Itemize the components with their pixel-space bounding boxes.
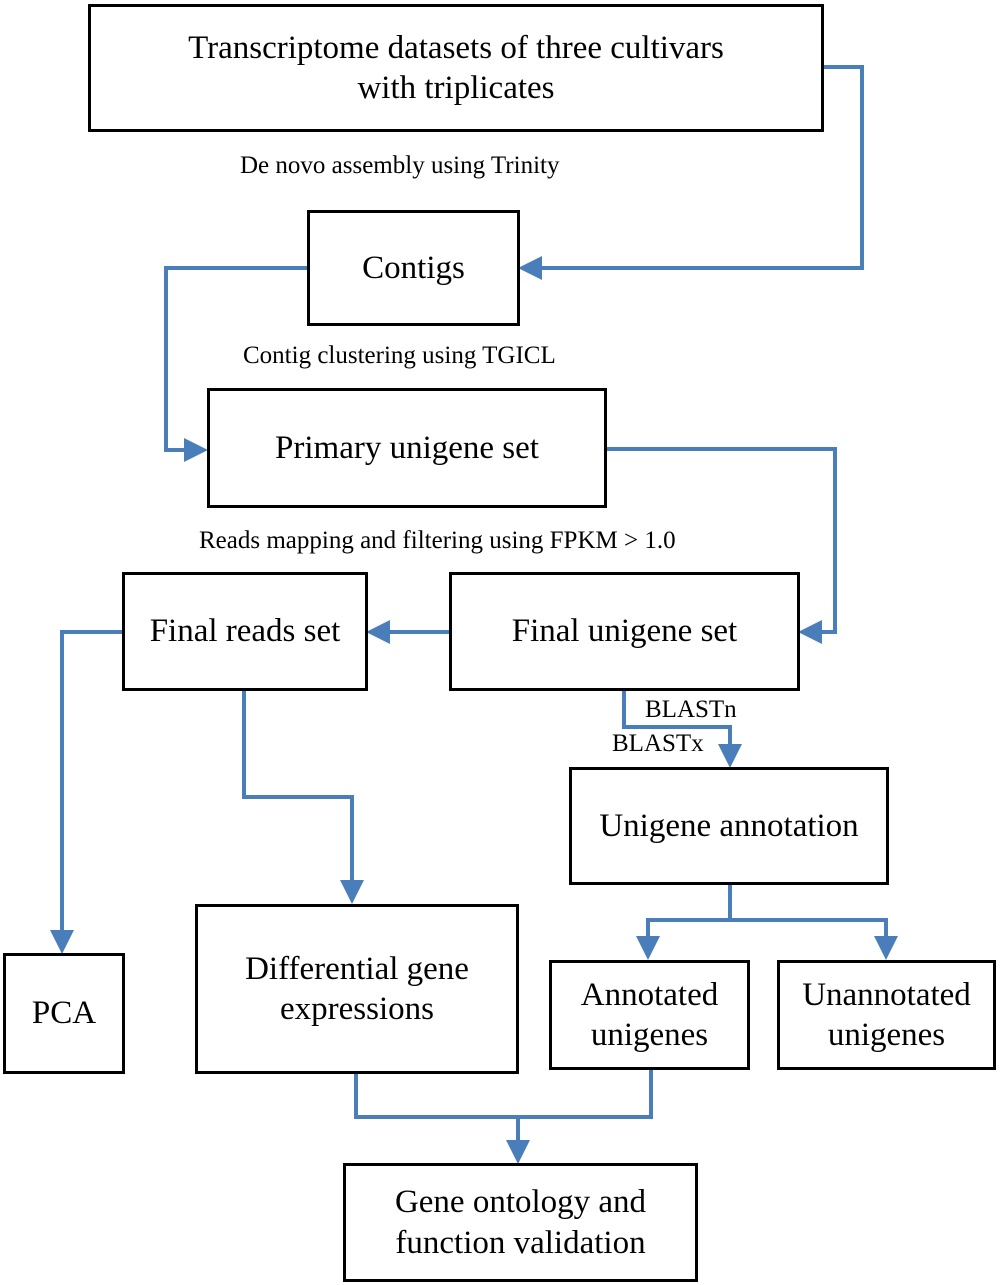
node-annotation-label: Unigene annotation xyxy=(599,807,859,844)
node-unigene-annotation: Unigene annotation xyxy=(569,767,889,885)
node-differential-label: Differential gene expressions xyxy=(245,950,469,1027)
label-contig-clustering: Contig clustering using TGICL xyxy=(243,342,556,369)
label-blastn: BLASTn xyxy=(645,696,737,723)
edge-primary-to-final-unigene xyxy=(606,447,837,644)
node-pca-label: PCA xyxy=(31,995,97,1032)
edge-annotation-to-unannotated xyxy=(730,918,898,960)
node-final-unigene-label: Final unigene set xyxy=(511,613,738,650)
node-unannotated-unigenes: Unannotated unigenes xyxy=(777,960,996,1070)
node-final-reads-set: Final reads set xyxy=(122,572,368,691)
node-gene-ontology: Gene ontology and function validation xyxy=(343,1163,698,1282)
node-contigs: Contigs xyxy=(307,210,520,326)
node-transcriptome-label: Transcriptome datasets of three cultivar… xyxy=(188,29,724,106)
node-differential-gene-expressions: Differential gene expressions xyxy=(195,904,519,1074)
node-final-unigene-set: Final unigene set xyxy=(449,572,800,691)
edge-contigs-to-primary xyxy=(164,266,307,462)
node-primary-unigene-set: Primary unigene set xyxy=(207,388,607,508)
edge-annotation-to-annotated xyxy=(636,884,732,960)
node-unannotated-label: Unannotated unigenes xyxy=(802,976,971,1053)
node-pca: PCA xyxy=(3,953,125,1074)
edge-final-reads-to-pca xyxy=(50,630,124,954)
edge-annotated-to-ontology xyxy=(518,1067,653,1119)
node-transcriptome-datasets: Transcriptome datasets of three cultivar… xyxy=(88,4,824,132)
node-ontology-label: Gene ontology and function validation xyxy=(394,1184,647,1261)
label-reads-mapping: Reads mapping and filtering using FPKM >… xyxy=(199,527,676,554)
edge-final-reads-to-differential xyxy=(242,690,364,904)
node-primary-label: Primary unigene set xyxy=(275,429,539,466)
node-contigs-label: Contigs xyxy=(362,249,465,286)
edge-final-unigene-to-annotation xyxy=(622,690,742,768)
edge-differential-to-ontology xyxy=(354,1072,530,1164)
edge-transcriptome-to-contigs xyxy=(518,65,864,280)
node-final-reads-label: Final reads set xyxy=(149,613,341,650)
node-annotated-unigenes: Annotated unigenes xyxy=(549,960,750,1070)
node-annotated-label: Annotated unigenes xyxy=(580,976,719,1053)
label-de-novo-assembly: De novo assembly using Trinity xyxy=(240,152,560,179)
label-blastx: BLASTx xyxy=(612,730,704,757)
